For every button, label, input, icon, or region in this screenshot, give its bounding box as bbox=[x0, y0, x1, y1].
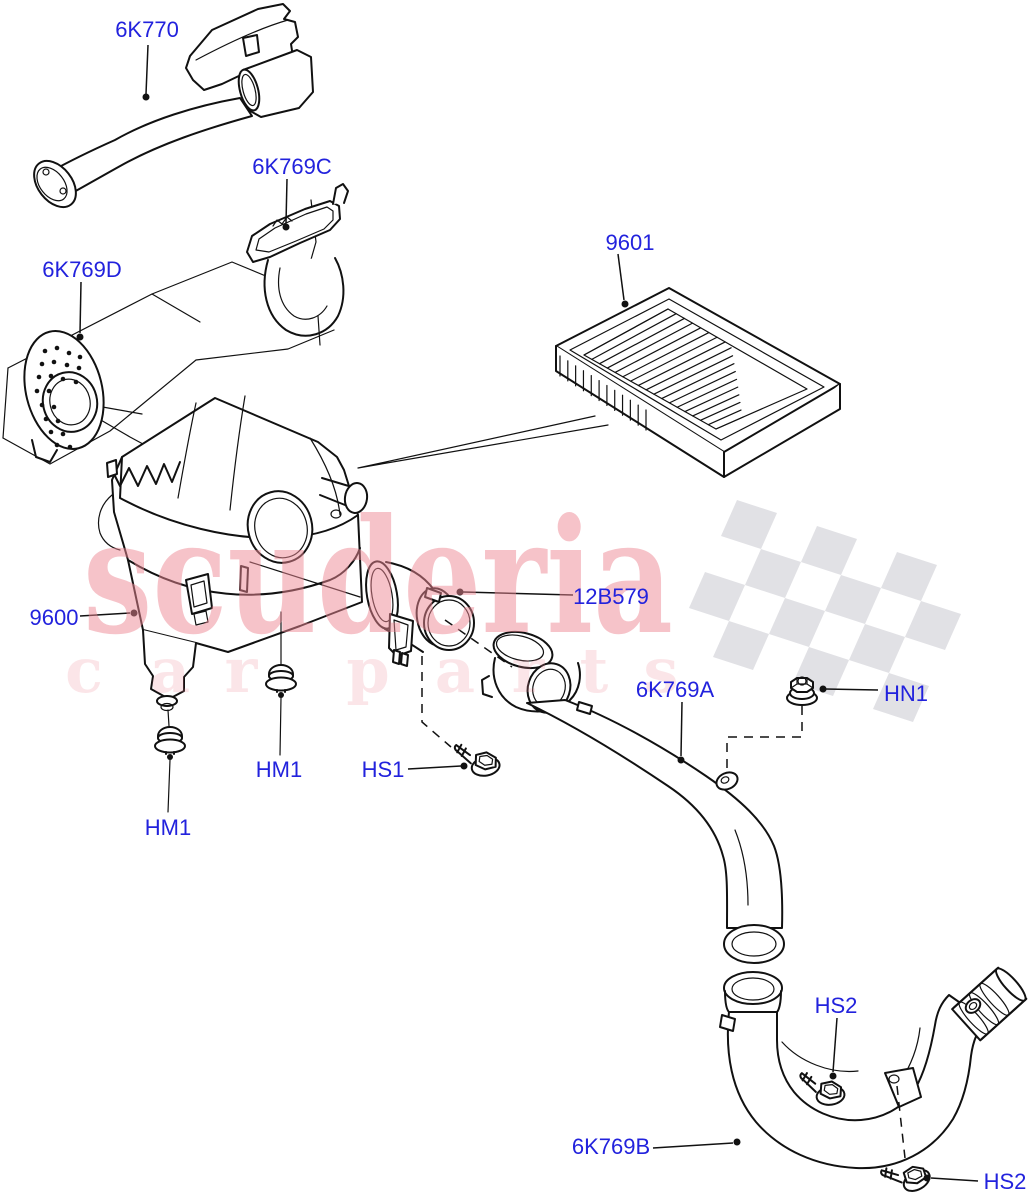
part-6K769B-inlet-flange bbox=[723, 971, 783, 1014]
label-HN1[interactable]: HN1 bbox=[884, 681, 928, 706]
grommet-hm1-1 bbox=[154, 726, 186, 761]
label-9600[interactable]: 9600 bbox=[30, 605, 79, 630]
bolt-hs1 bbox=[450, 742, 506, 783]
part-9600-air-cleaner bbox=[97, 395, 369, 712]
part-6K769B-hose bbox=[719, 966, 1028, 1170]
part-6K769C-duct bbox=[246, 183, 349, 346]
svg-text:c: c bbox=[65, 634, 103, 707]
label-HS2-1[interactable]: HS2 bbox=[815, 993, 858, 1018]
label-6K770[interactable]: 6K770 bbox=[115, 17, 179, 42]
svg-text:a: a bbox=[435, 634, 475, 707]
svg-text:t: t bbox=[580, 634, 609, 707]
assembly-dash-lines bbox=[421, 619, 906, 1159]
part-6K770-intake-tube bbox=[33, 3, 314, 209]
part-6K769A-tube bbox=[526, 699, 785, 964]
label-6K769A[interactable]: 6K769A bbox=[636, 677, 715, 702]
label-HS2-2[interactable]: HS2 bbox=[984, 1169, 1027, 1194]
label-9601[interactable]: 9601 bbox=[606, 230, 655, 255]
part-9601-air-filter bbox=[555, 287, 841, 478]
part-labels: 6K770 6K769C 6K769D 9601 9600 12B579 6K7… bbox=[30, 17, 1027, 1194]
svg-text:r: r bbox=[225, 634, 259, 707]
svg-text:r: r bbox=[512, 634, 546, 707]
label-HM1-2[interactable]: HM1 bbox=[145, 815, 191, 840]
leader-lines bbox=[76, 44, 979, 1182]
svg-text:s: s bbox=[644, 634, 679, 707]
svg-text:a: a bbox=[150, 634, 190, 707]
label-6K769D[interactable]: 6K769D bbox=[42, 257, 122, 282]
label-6K769C[interactable]: 6K769C bbox=[252, 154, 332, 179]
label-HS1[interactable]: HS1 bbox=[362, 757, 405, 782]
part-6K769A-coupler-end bbox=[481, 630, 581, 714]
watermark-sub-row: c a r p a r t s bbox=[65, 634, 678, 707]
label-6K769B[interactable]: 6K769B bbox=[572, 1134, 650, 1159]
part-6K769D-duct bbox=[23, 330, 105, 463]
part-12B579-maf-sensor bbox=[365, 560, 475, 667]
label-12B579[interactable]: 12B579 bbox=[573, 584, 649, 609]
nut-hn1 bbox=[786, 676, 818, 706]
svg-text:p: p bbox=[346, 634, 389, 707]
watermark-brand: scuderia bbox=[83, 485, 673, 670]
label-HM1-1[interactable]: HM1 bbox=[256, 757, 302, 782]
watermark: scuderia c a r p a r t s bbox=[65, 485, 678, 707]
